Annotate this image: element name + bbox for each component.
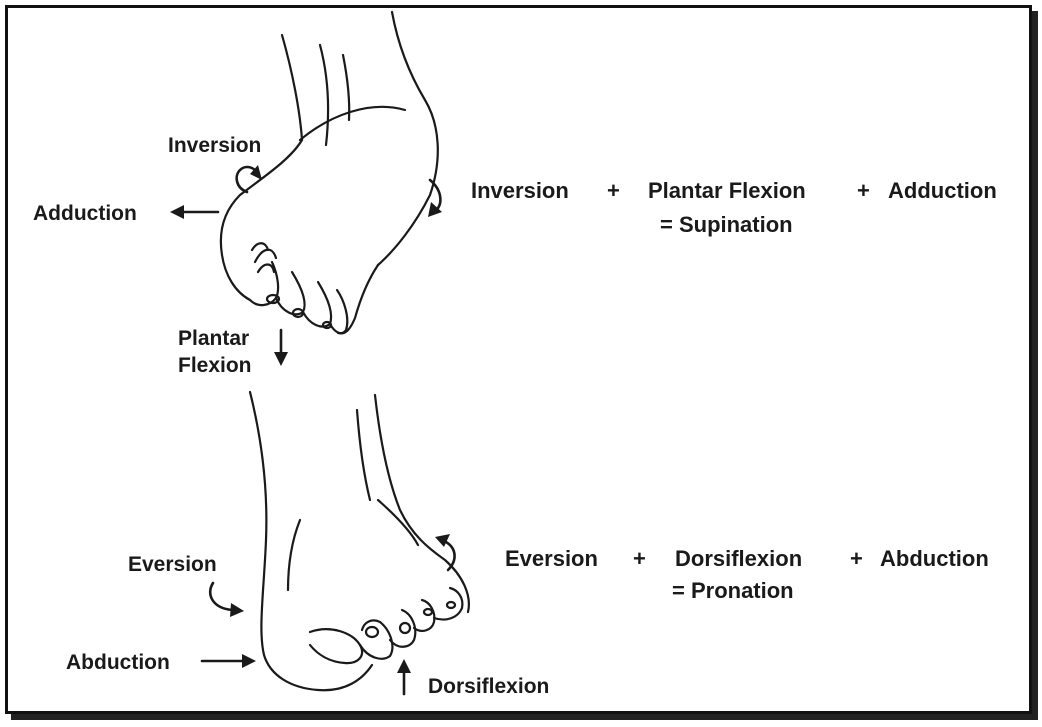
pronation-plus-2: + (850, 546, 863, 571)
lower-toenail-1 (366, 627, 378, 637)
pronation-term-eversion: Eversion (505, 546, 598, 571)
lower-toenail-3 (424, 609, 432, 615)
lower-toe-big (310, 629, 362, 663)
eversion-arrow (210, 583, 244, 617)
abduction-label: Abduction (66, 651, 170, 674)
lower-toenail-2 (400, 623, 410, 633)
lower-toenail-4 (447, 602, 455, 608)
lower-leg-tendon-2 (288, 520, 300, 590)
upper-leg-tendon-2 (343, 55, 349, 120)
inversion-label: Inversion (168, 134, 261, 157)
supination-term-inversion: Inversion (471, 178, 569, 203)
lower-leg-tendon-1 (357, 410, 370, 500)
supination-term-adduction: Adduction (888, 178, 997, 203)
supination-plus-1: + (607, 178, 620, 203)
upper-leg-outline-left (282, 35, 302, 140)
upper-toe-2 (276, 272, 305, 314)
upper-foot-dorsum (221, 140, 302, 300)
lower-toe-2 (360, 620, 392, 658)
supination-result: = Supination (660, 212, 793, 237)
upper-leg-outline-right (378, 12, 438, 265)
pronation-term-abduction: Abduction (880, 546, 989, 571)
adduction-arrow (170, 205, 218, 219)
adduction-label: Adduction (33, 202, 137, 225)
upper-foot-top-curve (300, 107, 405, 140)
supination-rotation-arrow (428, 180, 442, 217)
pronation-term-dorsiflexion: Dorsiflexion (675, 546, 802, 571)
plantar-flexion-arrow (274, 330, 288, 366)
lower-leg-outline-right (375, 395, 469, 612)
supination-term-plantar-flexion: Plantar Flexion (648, 178, 806, 203)
pronation-result: = Pronation (672, 578, 794, 603)
abduction-arrow (202, 654, 256, 668)
upper-toe-4 (330, 290, 347, 333)
dorsiflexion-arrow (397, 659, 411, 694)
upper-big-toe-creases (252, 243, 276, 272)
plantar-flexion-label-line1: Plantar (178, 327, 249, 350)
pronation-rotation-arrow (435, 534, 455, 570)
pronation-plus-1: + (633, 546, 646, 571)
lower-toe-3 (390, 610, 415, 647)
plantar-flexion-label-line2: Flexion (178, 354, 252, 377)
lower-toe-4 (414, 600, 434, 631)
upper-toe-3 (303, 282, 331, 327)
upper-foot-sole (338, 265, 378, 333)
eversion-label: Eversion (128, 553, 217, 576)
dorsiflexion-label: Dorsiflexion (428, 675, 549, 698)
upper-leg-tendon-1 (320, 45, 328, 145)
pronated-foot-drawing (250, 392, 469, 690)
supination-plus-2: + (857, 178, 870, 203)
